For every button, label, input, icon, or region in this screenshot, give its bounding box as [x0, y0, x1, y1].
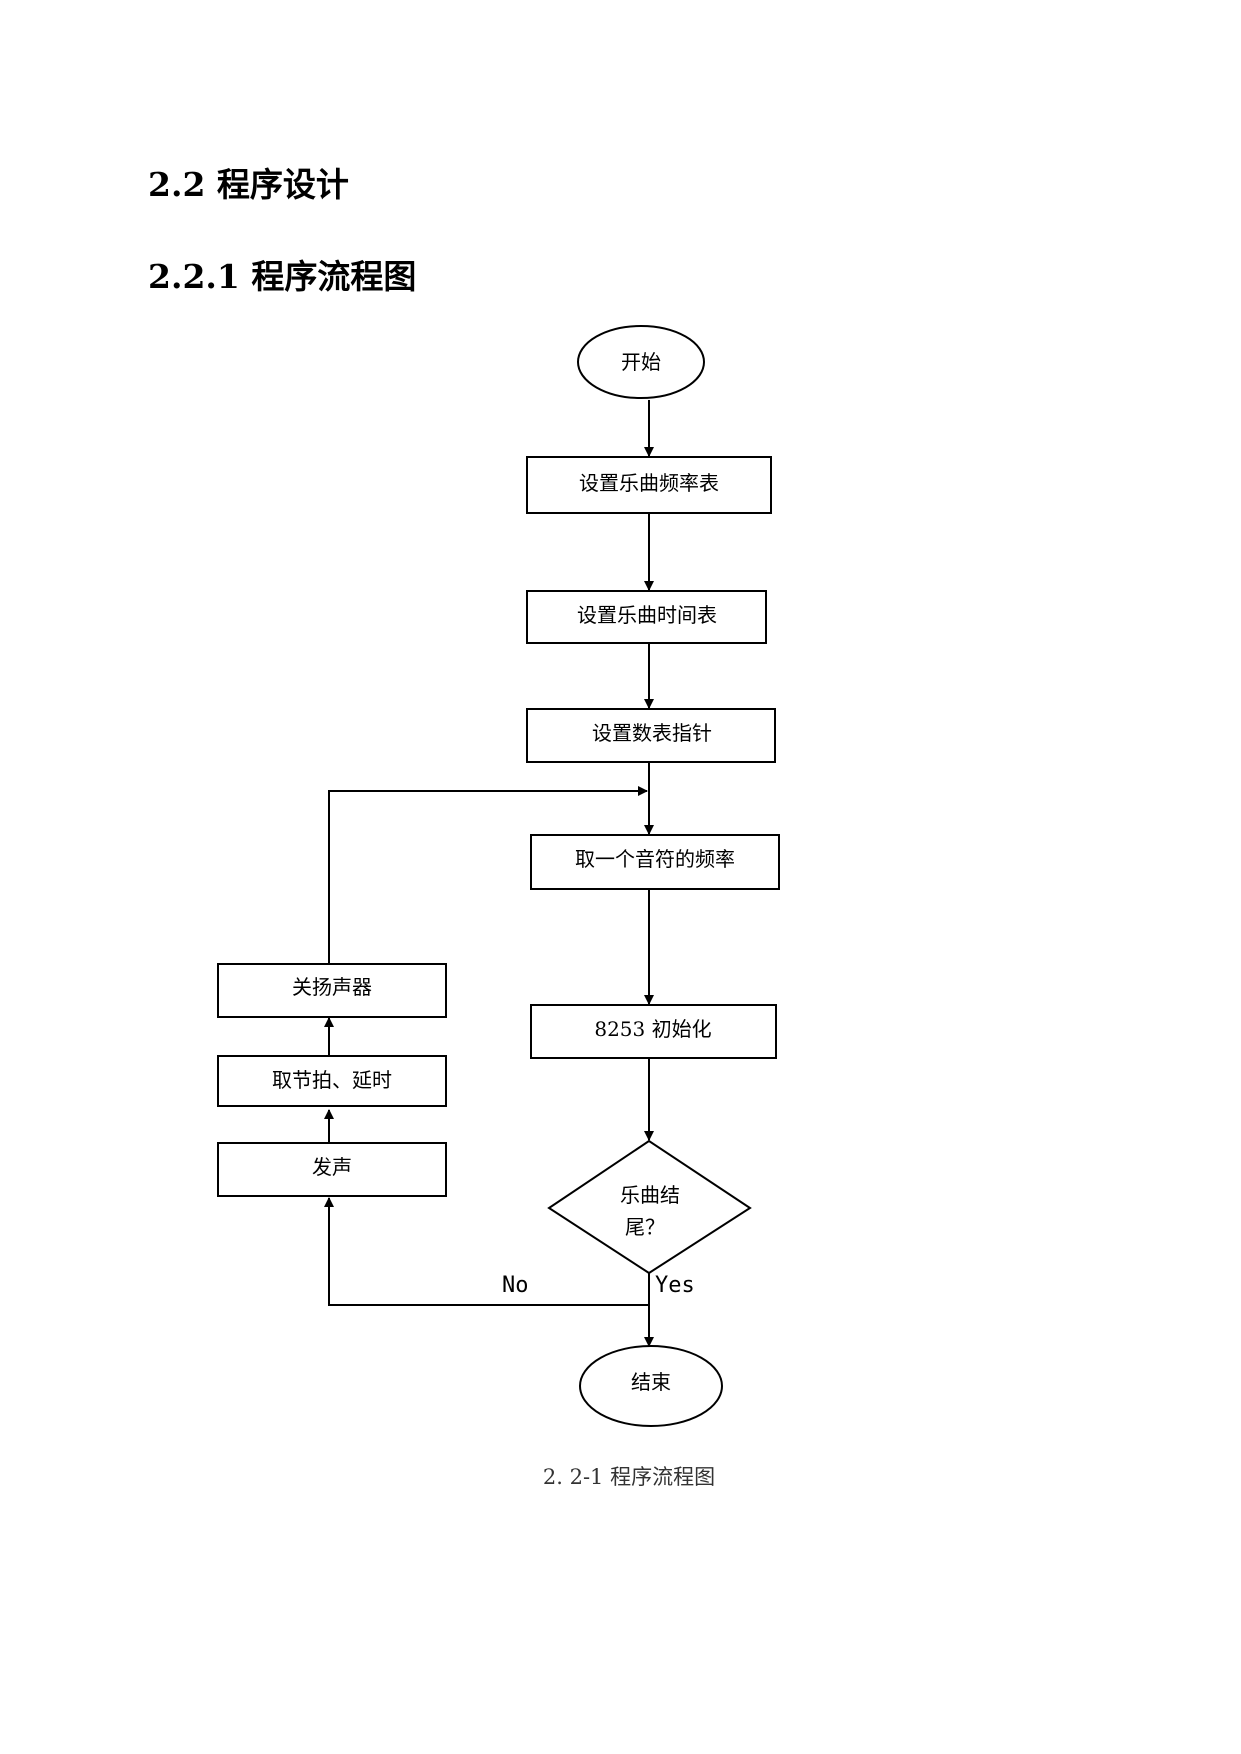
decision-label-line1: 乐曲结 [620, 1183, 680, 1207]
sound-node [217, 1142, 447, 1197]
get-note-freq-label: 取一个音符的频率 [575, 847, 735, 871]
no-label: No [502, 1273, 529, 1298]
edge-decision-to-sound-no [324, 1197, 649, 1306]
start-label: 开始 [621, 350, 661, 374]
set-pointer-node [526, 708, 776, 763]
decision-node [547, 1139, 752, 1275]
decision-label-line2: 尾？ [625, 1215, 665, 1239]
yes-label: Yes [655, 1273, 695, 1298]
beat-delay-node [217, 1055, 447, 1107]
set-time-table-label: 设置乐曲时间表 [577, 603, 717, 627]
init-8253-node [530, 1004, 777, 1059]
flowchart-connectors [324, 400, 654, 1347]
subsection-heading: 2.2.1 程序流程图 [148, 257, 417, 296]
get-note-freq-node [530, 834, 780, 890]
init-8253-label: 8253 初始化 [594, 1017, 711, 1041]
figure-caption: 2. 2-1 程序流程图 [543, 1465, 715, 1489]
set-freq-table-node [526, 456, 772, 514]
set-time-table-node [526, 590, 767, 644]
end-label: 结束 [631, 1370, 671, 1394]
start-node [577, 325, 705, 399]
edge-loop-back [328, 786, 648, 963]
set-freq-table-label: 设置乐曲频率表 [579, 471, 719, 495]
beat-delay-label: 取节拍、延时 [272, 1068, 392, 1092]
speaker-off-label: 关扬声器 [292, 975, 372, 999]
section-heading: 2.2 程序设计 [148, 165, 349, 204]
set-pointer-label: 设置数表指针 [592, 721, 712, 745]
end-node [579, 1345, 723, 1427]
sound-label: 发声 [312, 1155, 352, 1179]
speaker-off-node [217, 963, 447, 1018]
